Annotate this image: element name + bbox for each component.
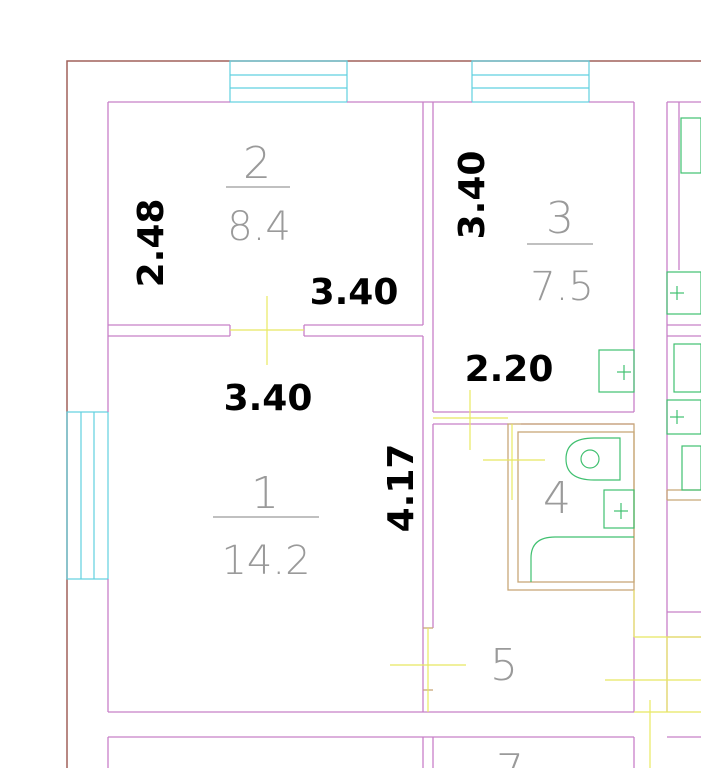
room-5-number: 5: [490, 640, 518, 691]
room-2-area: 8.4: [227, 204, 291, 250]
dim-room3-height: 3.40: [452, 151, 493, 240]
room-1-number: 1: [251, 468, 279, 519]
kitchen-outlet: [598, 349, 635, 393]
room-3-number: 3: [546, 193, 574, 244]
room-1-area: 14.2: [221, 538, 310, 584]
neighbour-fixtures: [666, 117, 701, 491]
dim-room2-height: 2.48: [131, 199, 172, 288]
room-1-label: 1 14.2: [213, 468, 319, 584]
window-room-2: [229, 60, 348, 103]
room-4-number: 4: [543, 473, 571, 524]
window-room-3: [471, 60, 590, 103]
bathtub: [530, 536, 634, 582]
door-markers: [230, 296, 701, 768]
sink: [603, 489, 635, 529]
room-7-number: 7: [496, 745, 524, 768]
window-room-1: [66, 411, 109, 580]
interior-walls: [107, 101, 701, 768]
bathroom-walls: [423, 423, 701, 691]
outer-wall: [66, 60, 701, 768]
room-3-area: 7.5: [530, 264, 594, 310]
toilet: [565, 437, 621, 481]
dim-room1-height: 4.17: [381, 444, 422, 533]
room-2-number: 2: [243, 138, 271, 189]
dim-room3-width: 2.20: [465, 349, 554, 390]
dim-room2-width: 3.40: [310, 272, 399, 313]
room-3-label: 3 7.5: [527, 193, 594, 310]
room-2-label: 2 8.4: [226, 138, 291, 250]
dim-room1-width: 3.40: [224, 378, 313, 419]
